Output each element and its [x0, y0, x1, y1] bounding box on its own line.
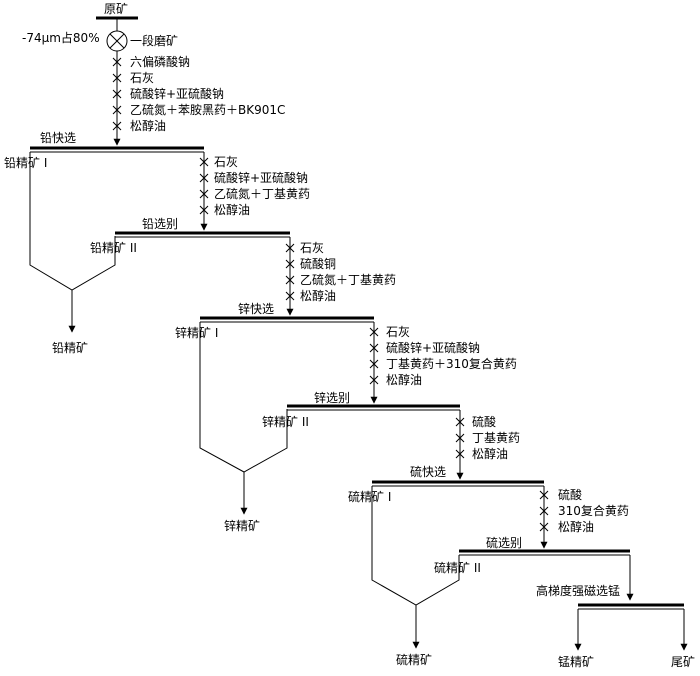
stage-pb-rough: 铅快选 — [40, 131, 76, 145]
reagent-pb-rough-5: 松醇油 — [130, 118, 166, 133]
grinding-label: 一段磨矿 — [130, 33, 178, 48]
reagent-zn-clean-2: 硫酸锌+亚硫酸钠 — [386, 340, 480, 355]
product-mn: 锰精矿 — [558, 654, 594, 669]
grind-spec: -74μm占80% — [22, 30, 100, 45]
reagent-zn-clean-1: 石灰 — [386, 325, 410, 339]
reagent-zn-clean-4: 松醇油 — [386, 372, 422, 387]
reagent-pb-rough-2: 石灰 — [130, 71, 154, 85]
reagent-crosses-zn-clean — [369, 327, 379, 385]
reagent-zn-clean-3: 丁基黄药＋310复合黄药 — [386, 356, 517, 371]
conc-s2: 硫精矿 II — [434, 560, 481, 575]
reagent-s-rough-2: 丁基黄药 — [472, 431, 520, 445]
reagent-pb-clean-2: 硫酸锌+亚硫酸钠 — [214, 170, 308, 185]
product-s: 硫精矿 — [396, 652, 432, 667]
reagent-pb-clean-4: 松醇油 — [214, 202, 250, 217]
reagent-s-clean-3: 松醇油 — [558, 519, 594, 534]
reagent-s-clean-2: 310复合黄药 — [558, 503, 629, 518]
stage-zn-clean: 锌选别 — [314, 391, 350, 405]
grinding-mill-icon — [106, 30, 128, 52]
reagent-crosses-zn-rough — [285, 243, 295, 301]
conc-zn2: 锌精矿 II — [262, 415, 309, 429]
stage-mag: 高梯度强磁选锰 — [536, 583, 620, 598]
stage-zn-rough: 锌快选 — [238, 302, 274, 316]
reagent-s-rough-1: 硫酸 — [472, 414, 496, 429]
reagent-s-rough-3: 松醇油 — [472, 446, 508, 461]
reagent-zn-rough-3: 乙硫氮＋丁基黄药 — [300, 272, 396, 287]
reagent-crosses-s-clean — [539, 490, 549, 532]
reagent-pb-rough-3: 硫酸锌+亚硫酸钠 — [130, 86, 224, 101]
reagent-crosses-pb-clean — [199, 157, 209, 215]
reagent-crosses-pb-rough — [112, 57, 122, 131]
reagent-zn-rough-1: 石灰 — [300, 241, 324, 255]
pb-rough-hopper — [29, 152, 116, 291]
reagent-crosses-s-rough — [455, 417, 465, 459]
stage-s-rough: 硫快选 — [410, 464, 446, 479]
reagent-pb-rough-1: 六偏磷酸钠 — [130, 54, 190, 69]
reagent-zn-rough-2: 硫酸铜 — [300, 256, 336, 271]
product-pb: 铅精矿 — [52, 341, 88, 355]
reagent-s-clean-1: 硫酸 — [558, 487, 582, 502]
stage-s-clean: 硫选别 — [486, 535, 522, 550]
reagent-pb-clean-1: 石灰 — [214, 155, 238, 169]
zn-rough-hopper — [199, 322, 288, 473]
conc-zn1: 锌精矿 I — [175, 326, 218, 340]
conc-s1: 硫精矿 I — [348, 489, 391, 504]
reagent-pb-clean-3: 乙硫氮＋丁基黄药 — [214, 186, 310, 201]
conc-pb1: 铅精矿 I — [4, 156, 47, 170]
feed-label: 原矿 — [104, 2, 128, 16]
stage-pb-clean: 铅选别 — [142, 217, 178, 231]
conc-pb2: 铅精矿 II — [90, 241, 137, 255]
reagent-zn-rough-4: 松醇油 — [300, 288, 336, 303]
product-tail: 尾矿 — [671, 655, 695, 669]
product-zn: 锌精矿 — [224, 519, 260, 533]
reagent-pb-rough-4: 乙硫氮＋苯胺黑药＋BK901C — [130, 102, 285, 117]
